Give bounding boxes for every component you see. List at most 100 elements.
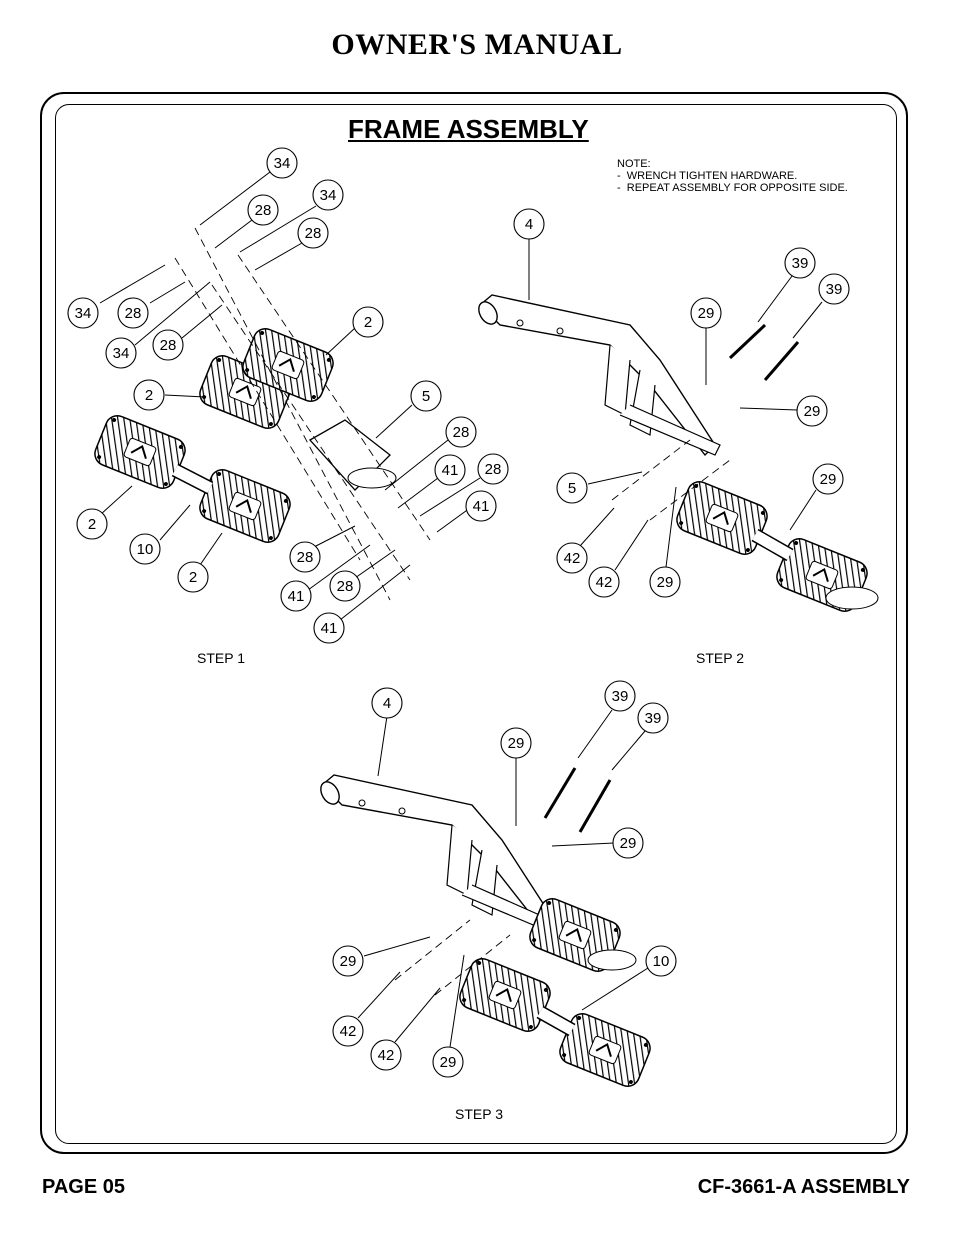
- manual-header: OWNER'S MANUAL: [331, 28, 623, 61]
- callout-bubble: [105, 337, 137, 369]
- callout-number: 29: [620, 835, 637, 852]
- callout-bubble: [477, 453, 509, 485]
- note-line: - WRENCH TIGHTEN HARDWARE.: [617, 170, 798, 182]
- callout-number: 28: [255, 202, 272, 219]
- callout-number: 39: [612, 688, 629, 705]
- step-1-illustration: [90, 227, 431, 601]
- callout-bubble: [247, 194, 279, 226]
- callout-number: 10: [137, 541, 154, 558]
- callout-bubble: [796, 395, 828, 427]
- callout-bubble: [352, 306, 384, 338]
- callout-number: 28: [485, 461, 502, 478]
- callout-bubble: [434, 454, 466, 486]
- callout-number: 29: [340, 953, 357, 970]
- callout-number: 29: [440, 1054, 457, 1071]
- callout-number: 41: [442, 462, 459, 479]
- callout-number: 2: [189, 569, 197, 586]
- callout-bubble: [371, 687, 403, 719]
- callout-number: 28: [337, 578, 354, 595]
- callout-bubble: [645, 945, 677, 977]
- callout-number: 28: [125, 305, 142, 322]
- callout-bubble: [313, 612, 345, 644]
- model-assembly-label: CF-3661-A ASSEMBLY: [697, 1176, 910, 1198]
- callout-bubble: [329, 570, 361, 602]
- callout-number: 29: [804, 403, 821, 420]
- callout-bubble: [370, 1039, 402, 1071]
- callout-bubble: [465, 490, 497, 522]
- callout-number: 41: [473, 498, 490, 515]
- callout-bubble: [513, 208, 545, 240]
- callout-bubble: [588, 566, 620, 598]
- callout-bubble: [76, 508, 108, 540]
- callout-number: 29: [820, 471, 837, 488]
- callout-bubble: [637, 702, 669, 734]
- callout-bubble: [152, 329, 184, 361]
- callout-number: 41: [321, 620, 338, 637]
- callout-number: 41: [288, 588, 305, 605]
- callout-bubble: [332, 1015, 364, 1047]
- step-1-label: STEP 1: [197, 650, 245, 666]
- callout-number: 39: [792, 255, 809, 272]
- callout-bubble: [332, 945, 364, 977]
- step-3-illustration: [316, 767, 655, 1091]
- callout-number: 39: [826, 281, 843, 298]
- callout-number: 34: [113, 345, 130, 362]
- callout-number: 29: [508, 735, 525, 752]
- step-2-illustration: [474, 294, 879, 616]
- callout-number: 5: [422, 388, 430, 405]
- callout-number: 39: [645, 710, 662, 727]
- callout-number: 4: [525, 216, 533, 233]
- callout-number: 42: [378, 1047, 395, 1064]
- callout-number: 28: [160, 337, 177, 354]
- callout-bubble: [604, 680, 636, 712]
- callout-bubble: [297, 217, 329, 249]
- frame-border-outer: [40, 92, 908, 1154]
- note-line: NOTE:: [617, 158, 651, 170]
- callout-bubble: [266, 147, 298, 179]
- callout-bubble: [784, 247, 816, 279]
- callout-bubble: [812, 463, 844, 495]
- callout-bubble: [556, 542, 588, 574]
- note-line: - REPEAT ASSEMBLY FOR OPPOSITE SIDE.: [617, 182, 848, 194]
- callout-number: 34: [75, 305, 92, 322]
- callout-bubble: [117, 297, 149, 329]
- callout-number: 28: [305, 225, 322, 242]
- callout-number: 2: [88, 516, 96, 533]
- callout-bubble: [649, 566, 681, 598]
- callout-number: 34: [274, 155, 291, 172]
- callout-leaders: [99, 171, 823, 1048]
- callout-number: 28: [453, 424, 470, 441]
- section-title: FRAME ASSEMBLY: [348, 114, 589, 144]
- callout-number: 34: [320, 187, 337, 204]
- callout-bubble: [690, 297, 722, 329]
- callout-bubble: [133, 379, 165, 411]
- assembly-note: NOTE: - WRENCH TIGHTEN HARDWARE. - REPEA…: [617, 158, 848, 194]
- callout-bubble: [289, 541, 321, 573]
- callout-number: 10: [653, 953, 670, 970]
- callout-number: 5: [568, 480, 576, 497]
- callout-bubble: [410, 380, 442, 412]
- callout-bubble: [556, 472, 588, 504]
- callout-bubble: [432, 1046, 464, 1078]
- callout-bubble: [818, 273, 850, 305]
- callout-bubble: [129, 533, 161, 565]
- page-number: PAGE 05: [42, 1176, 125, 1198]
- callout-bubble: [500, 727, 532, 759]
- callout-bubble: [612, 827, 644, 859]
- callout-number: 42: [596, 574, 613, 591]
- callout-number: 2: [145, 387, 153, 404]
- callout-number: 4: [383, 695, 391, 712]
- callout-bubble: [67, 297, 99, 329]
- frame-border-inner: [55, 104, 897, 1144]
- callout-number: 29: [657, 574, 674, 591]
- callout-bubble: [177, 561, 209, 593]
- step-2-label: STEP 2: [696, 650, 744, 666]
- step-3-label: STEP 3: [455, 1106, 503, 1122]
- callout-number: 42: [340, 1023, 357, 1040]
- callout-number: 2: [364, 314, 372, 331]
- callout-number: 28: [297, 549, 314, 566]
- callout-bubble: [280, 580, 312, 612]
- callout-number: 42: [564, 550, 581, 567]
- callout-bubble: [445, 416, 477, 448]
